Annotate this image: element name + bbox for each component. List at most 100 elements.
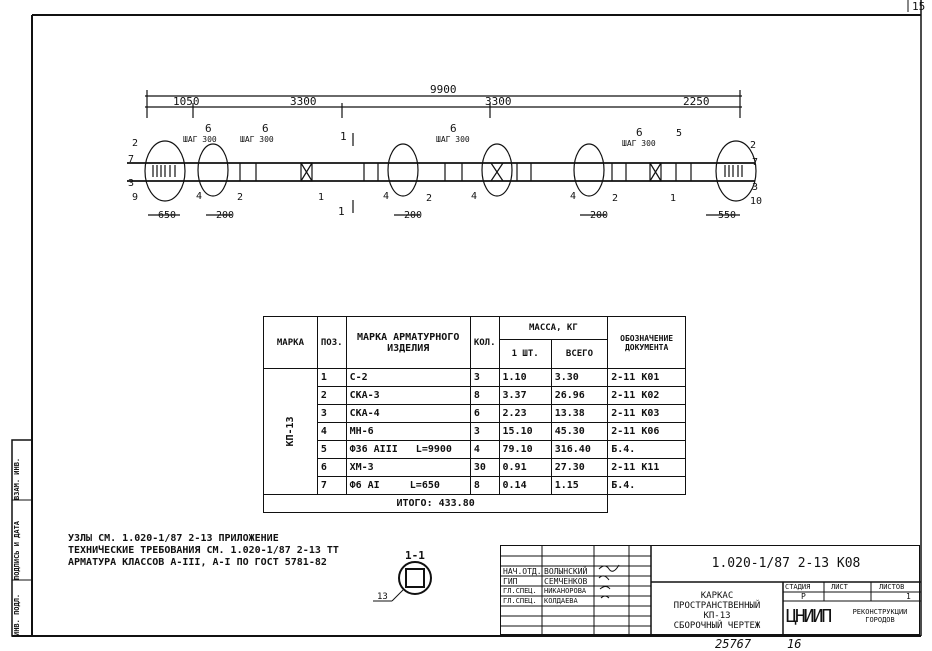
cell-doc: 2-11 К01 [607,368,686,387]
dim-bottom: 650 [158,210,176,221]
left-strip: ИНВ. ПОДЛ. ПОДПИСЬ И ДАТА ВЗАМ. ИНВ. [13,440,21,636]
title-line: КАРКАС [700,591,734,601]
header-mass: МАССА, КГ [498,316,609,340]
group-mark: КП-13 [284,416,296,447]
header-item-mark: МАРКА АРМАТУРНОГО ИЗДЕЛИЯ [345,316,471,369]
step-label: ШАГ 300 [240,135,274,144]
cell-pos: 2 [316,386,347,405]
callout: 5 [676,128,682,139]
cell-item: С-2 [345,368,471,387]
callout: 2 [132,138,138,149]
callout: 4 [471,191,477,202]
cell-item: МН-6 [345,422,471,441]
callout-pos: 6 [262,122,269,135]
note: УЗЛЫ СМ. 1.020-1/87 2-13 ПРИЛОЖЕНИЕ [68,533,279,544]
cell-total: 13.38 [550,404,609,423]
section-title: 1-1 [405,549,425,562]
cell-doc: 2-11 К02 [607,386,686,405]
section-mark: 1 [340,130,347,143]
section-view: 1-1 13 [373,549,432,602]
header-pos: ПОЗ. [316,316,347,369]
staff-name: СЕМЧЕНКОВ [544,577,588,586]
title-line: СБОРОЧНЫЙ ЧЕРТЕЖ [673,621,761,631]
cell-doc: Б.4. [607,476,686,495]
cell-unit: 1.10 [498,368,552,387]
dim-bottom: 200 [590,210,608,221]
notes: УЗЛЫ СМ. 1.020-1/87 2-13 ПРИЛОЖЕНИЕ ТЕХН… [68,533,339,569]
cell-pos: 1 [316,368,347,387]
strip-label: ИНВ. ПОДЛ. [13,593,21,636]
dim-segment: 1050 [173,95,200,108]
specification-table: МАРКА ПОЗ. МАРКА АРМАТУРНОГО ИЗДЕЛИЯ КОЛ… [262,316,686,513]
stage-value: Р [801,592,806,601]
cell-pos: 7 [316,476,347,495]
callout: 1 [318,192,324,203]
cell-total: 3.30 [550,368,609,387]
dim-bottom: 200 [404,210,422,221]
strip-label: ПОДПИСЬ И ДАТА [13,520,21,580]
cell-unit: 15.10 [498,422,552,441]
step-label: ШАГ 300 [436,135,470,144]
callout: 2 [237,192,243,203]
cell-doc: 2-11 К11 [607,458,686,477]
page-number: 16 [787,637,802,651]
cell-total: 26.96 [550,386,609,405]
cell-unit: 79.10 [498,440,552,459]
callout: 3 [128,178,134,189]
cell-item: СКА-4 [345,404,471,423]
cell-qty: 4 [469,440,500,459]
callout: 7 [128,154,134,165]
cell-doc: 2-11 К06 [607,422,686,441]
dim-bottom: 550 [718,210,736,221]
callout-pos: 6 [450,122,457,135]
staff-name: НИКАНОРОВА [544,587,587,595]
header-mass-unit: 1 ШТ. [498,339,552,369]
dim-segment: 3300 [485,95,512,108]
document-code: 1.020-1/87 2-13 К08 [711,556,861,571]
cell-pos: 5 [316,440,347,459]
title-line: КП-13 [703,611,731,621]
staff-role: ГЛ.СПЕЦ. [503,587,537,595]
cell-item: ХМ-3 [345,458,471,477]
callout: 2 [612,193,618,204]
cell-item: Ф36 АIII L=9900 [345,440,471,459]
header-qty: КОЛ. [469,316,500,369]
cell-qty: 3 [469,422,500,441]
stage-label: СТАДИЯ [785,583,811,591]
cell-total: 316.40 [550,440,609,459]
callout: 7 [752,157,758,168]
callout: 9 [132,192,138,203]
dim-segment: 3300 [290,95,317,108]
cell-unit: 2.23 [498,404,552,423]
title-block: НАЧ.ОТД. ВОЛЫНСКИЙ ГИП СЕМЧЕНКОВ ГЛ.СПЕЦ… [500,545,921,636]
callout: 3 [752,182,758,193]
note: АРМАТУРА КЛАССОВ А-III, А-I ПО ГОСТ 5781… [68,557,327,568]
cell-pos: 4 [316,422,347,441]
cell-doc: 2-11 К03 [607,404,686,423]
cell-pos: 6 [316,458,347,477]
callout-pos: 6 [636,126,643,139]
sheet-number: 15 [912,0,926,13]
callout: 4 [383,191,389,202]
callout: 2 [426,193,432,204]
step-label: ШАГ 300 [622,139,656,148]
staff-name: КОЛДАЕВА [544,597,578,605]
cell-pos: 3 [316,404,347,423]
step-label: ШАГ 300 [183,135,217,144]
callout: 4 [196,191,202,202]
callout-pos: 6 [205,122,212,135]
cell-item: СКА-3 [345,386,471,405]
callout: 10 [750,196,762,207]
note: ТЕХНИЧЕСКИЕ ТРЕБОВАНИЯ СМ. 1.020-1/87 2-… [68,545,339,556]
header-mass-total: ВСЕГО [550,339,609,369]
sheets-value: 1 [906,592,911,601]
cell-unit: 0.91 [498,458,552,477]
cell-item: Ф6 АI L=650 [345,476,471,495]
sheets-label: ЛИСТОВ [879,583,905,591]
cell-unit: 0.14 [498,476,552,495]
